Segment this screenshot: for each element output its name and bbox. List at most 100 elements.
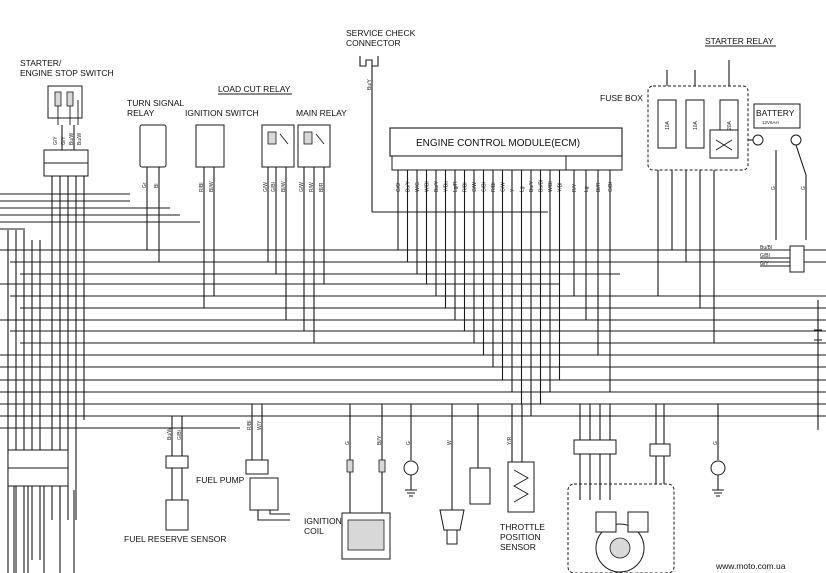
svg-text:R/Bl: R/Bl xyxy=(247,421,253,430)
service-check-label: SERVICE CHECK xyxy=(346,28,416,38)
ecm-pin-label: R/Bl xyxy=(463,183,469,192)
starter-switch-label-2: ENGINE STOP SWITCH xyxy=(20,68,114,78)
load-cut-relay: LOAD CUT RELAY G/W G/Bl Bl/W xyxy=(218,84,295,320)
fuse-10a-1: 10A xyxy=(665,120,671,130)
injector: W xyxy=(439,404,465,545)
ignition-switch-label: IGNITION SWITCH xyxy=(185,108,259,118)
svg-text:Bu/Y: Bu/Y xyxy=(367,78,373,90)
svg-text:W/Y: W/Y xyxy=(257,420,263,430)
ecm-right-pin-label: Lg xyxy=(584,186,590,192)
fuse-box-label: FUSE BOX xyxy=(600,93,643,103)
throttle-label-3: SENSOR xyxy=(500,542,536,552)
bottom-right-ground: G xyxy=(710,404,726,497)
ecm-pin-label: Y/Bl xyxy=(558,183,564,192)
ignition-coil-label-2: COIL xyxy=(304,526,324,536)
ecm-pin-label: W/G xyxy=(415,182,421,192)
ecm-pin-label: Bu/Bl xyxy=(539,180,545,192)
svg-text:Bu/Bl: Bu/Bl xyxy=(760,245,772,251)
fuse-box: FUSE BOX STARTER RELAY 10A 10A 20A xyxy=(600,36,776,343)
main-relay-label: MAIN RELAY xyxy=(296,108,347,118)
ecm-pin-label: G/W xyxy=(472,182,478,192)
svg-text:G/Y: G/Y xyxy=(61,136,67,145)
svg-text:G: G xyxy=(771,186,777,190)
battery-rating: 12V6AH xyxy=(762,120,779,125)
fuse-10a-2: 10A xyxy=(693,120,699,130)
battery-label: BATTERY xyxy=(756,108,795,118)
svg-text:G: G xyxy=(713,441,719,445)
main-relay: MAIN RELAY G/W R/W Bl/R xyxy=(296,108,347,343)
bottom-left-connector xyxy=(7,449,75,573)
load-cut-relay-label: LOAD CUT RELAY xyxy=(218,84,291,94)
ecm-pin-label: G/O xyxy=(396,183,402,192)
svg-text:G/W: G/W xyxy=(299,182,305,192)
ecm-right-pin-label: Bl/R xyxy=(596,182,602,192)
svg-text:G/Bl: G/Bl xyxy=(271,182,277,192)
ecm-wires xyxy=(397,170,611,416)
svg-text:G: G xyxy=(345,441,351,445)
turn-signal-relay: TURN SIGNAL RELAY Gr Bl xyxy=(127,98,184,262)
svg-text:Bl: Bl xyxy=(154,184,160,188)
svg-text:G/Y: G/Y xyxy=(53,136,59,145)
turn-signal-label-2: RELAY xyxy=(127,108,155,118)
crank-sensor-assembly xyxy=(567,404,675,573)
ecm-pin-label: Bu/Y xyxy=(529,180,535,192)
throttle-label: THROTTLE xyxy=(500,522,545,532)
svg-text:Bl/W: Bl/W xyxy=(281,181,287,192)
starter-relay-label: STARTER RELAY xyxy=(705,36,774,46)
ignition-switch: IGNITION SWITCH R/Bl Bl/W xyxy=(185,108,259,308)
watermark: www.moto.com.ua xyxy=(715,561,786,571)
svg-text:G/Y: G/Y xyxy=(760,261,769,267)
svg-text:Y/R: Y/R xyxy=(507,436,513,445)
fuse-20a: 20A xyxy=(727,120,733,130)
ecm-label: ENGINE CONTROL MODULE(ECM) xyxy=(416,138,580,149)
ignition-coil: IGNITION COIL G Bl/Y xyxy=(304,404,391,560)
ecm-pin-label: W/Bl xyxy=(425,181,431,192)
turn-signal-label: TURN SIGNAL xyxy=(127,98,184,108)
svg-text:G/W: G/W xyxy=(263,182,269,192)
svg-text:Bu/W: Bu/W xyxy=(77,132,83,145)
starter-engine-stop-switch: STARTER/ ENGINE STOP SWITCH G/Y G/Y Bu/W… xyxy=(20,58,114,520)
svg-text:G/Bl: G/Bl xyxy=(177,430,183,440)
ecm-pin-label: Bu/Y xyxy=(406,180,412,192)
starter-switch-label: STARTER/ xyxy=(20,58,62,68)
wire-harness xyxy=(0,193,826,573)
ecm-pin-label: R/Bl xyxy=(491,183,497,192)
ecm-pin-label: Y xyxy=(510,188,516,192)
fuel-pump: FUEL PUMP R/Bl W/Y xyxy=(196,404,290,521)
svg-text:Gr: Gr xyxy=(142,182,148,188)
svg-text:Bu/W: Bu/W xyxy=(167,427,173,440)
svg-text:G: G xyxy=(801,186,807,190)
throttle-position-sensor: THROTTLE POSITION SENSOR Y/R xyxy=(469,404,545,552)
svg-text:G: G xyxy=(406,441,412,445)
svg-text:W: W xyxy=(447,440,453,445)
battery: BATTERY 12V6AH G G xyxy=(748,103,807,240)
svg-text:R/W: R/W xyxy=(309,182,315,192)
ecm-pin-label: W/Bl xyxy=(548,181,554,192)
ignition-coil-label: IGNITION xyxy=(304,516,342,526)
svg-text:G/Bl: G/Bl xyxy=(760,253,770,259)
throttle-label-2: POSITION xyxy=(500,532,541,542)
ecm-right-pin-label: G/Bl xyxy=(608,182,614,192)
ecm-pin-label: G/Bl xyxy=(482,182,488,192)
svg-text:R/Bl: R/Bl xyxy=(199,183,205,192)
fuel-reserve-sensor: FUEL RESERVE SENSOR Bu/W G/Bl xyxy=(124,416,227,544)
ecm-right-pin-label: R/Y xyxy=(572,183,578,192)
ecm-pin-label: Lg/R xyxy=(453,181,459,192)
fuel-reserve-label: FUEL RESERVE SENSOR xyxy=(124,534,227,544)
ecm-pin-label: Y/Bu xyxy=(444,181,450,192)
svg-text:Bl/W: Bl/W xyxy=(209,181,215,192)
ecm-pin-label: G/W xyxy=(501,182,507,192)
ecm-pin-label: Lg xyxy=(520,186,526,192)
svg-text:Bu/W: Bu/W xyxy=(69,132,75,145)
service-check-connector: SERVICE CHECK CONNECTOR Bu/Y xyxy=(346,28,548,213)
sensor-ground: G xyxy=(403,404,419,497)
fuel-pump-label: FUEL PUMP xyxy=(196,475,245,485)
svg-text:Bl/R: Bl/R xyxy=(319,182,325,192)
service-check-label-2: CONNECTOR xyxy=(346,38,401,48)
ecm-pin-label: Bu/Y xyxy=(434,180,440,192)
right-connector: Bu/Bl G/Bl G/Y xyxy=(760,245,822,430)
svg-text:Bl/Y: Bl/Y xyxy=(377,435,383,445)
